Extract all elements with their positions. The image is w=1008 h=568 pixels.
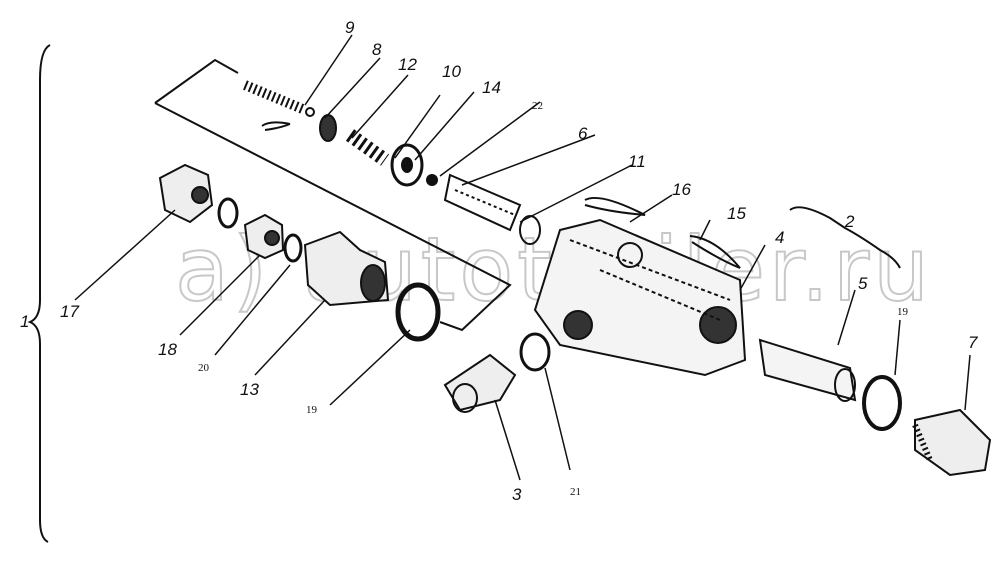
label-7: 7 bbox=[968, 333, 978, 352]
part-20 bbox=[283, 233, 303, 263]
label-14: 14 bbox=[482, 78, 501, 97]
label-1: 1 bbox=[20, 312, 30, 331]
label-2: 2 bbox=[845, 212, 855, 231]
label-19-right: 19 bbox=[897, 306, 908, 318]
part-15 bbox=[689, 235, 741, 269]
label-17: 17 bbox=[60, 302, 79, 321]
part-19-right bbox=[862, 375, 902, 431]
part-ring bbox=[217, 197, 239, 229]
label-16: 16 bbox=[672, 180, 691, 199]
label-22: 22 bbox=[532, 100, 543, 112]
label-18: 18 bbox=[158, 340, 177, 359]
part-22-ball bbox=[426, 174, 438, 186]
part-4-body bbox=[533, 218, 747, 377]
label-20: 20 bbox=[198, 362, 209, 374]
part-16 bbox=[584, 196, 646, 216]
part-6 bbox=[443, 173, 522, 232]
label-9: 9 bbox=[345, 18, 355, 37]
label-4: 4 bbox=[775, 228, 785, 247]
part-18-nut bbox=[243, 213, 285, 260]
part-13 bbox=[519, 215, 541, 245]
part-3-fitting bbox=[443, 353, 517, 413]
label-10: 10 bbox=[442, 62, 461, 81]
brace-1 bbox=[27, 44, 51, 543]
part-8 bbox=[319, 114, 337, 142]
part-17-nut bbox=[158, 163, 214, 224]
part-10 bbox=[345, 129, 390, 166]
part-9-pin bbox=[261, 121, 291, 131]
part-5 bbox=[758, 338, 857, 402]
part-14 bbox=[390, 143, 424, 187]
label-12: 12 bbox=[398, 55, 417, 74]
part-7-plug bbox=[912, 408, 992, 477]
label-11: 13 bbox=[240, 380, 259, 399]
label-5: 5 bbox=[858, 274, 868, 293]
label-19-left: 19 bbox=[306, 404, 317, 416]
label-8: 8 bbox=[372, 40, 382, 59]
part-21 bbox=[519, 332, 551, 372]
brace-2 bbox=[789, 206, 901, 269]
label-15: 15 bbox=[727, 204, 746, 223]
part-9-spring bbox=[243, 80, 315, 117]
label-21: 21 bbox=[570, 486, 581, 498]
label-3: 3 bbox=[512, 485, 522, 504]
label-13: 11 bbox=[628, 152, 646, 171]
label-6: 6 bbox=[578, 124, 588, 143]
part-19-left bbox=[395, 282, 441, 342]
part-11 bbox=[303, 230, 390, 307]
